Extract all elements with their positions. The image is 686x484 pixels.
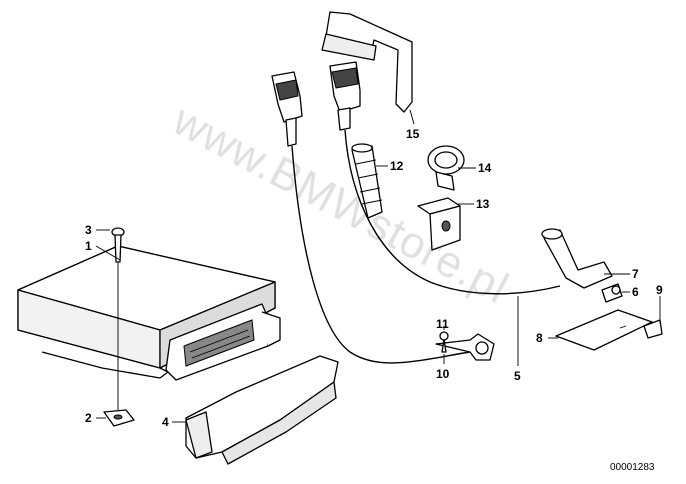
callout-14: 14 — [478, 161, 492, 175]
callout-13: 13 — [476, 197, 490, 211]
connector-plug-left[interactable] — [271, 71, 303, 147]
callout-1: 1 — [85, 239, 92, 253]
sensor-part-10[interactable] — [435, 333, 495, 361]
callout-10: 10 — [436, 367, 450, 381]
clamp-ring-part-14[interactable] — [427, 145, 465, 191]
control-unit[interactable] — [17, 245, 281, 381]
cable-right — [344, 129, 561, 295]
leader-lines — [95, 109, 661, 423]
callout-2: 2 — [85, 411, 92, 425]
callout-5: 5 — [514, 369, 521, 383]
callout-12: 12 — [390, 159, 404, 173]
callout-4: 4 — [162, 415, 169, 429]
screw-part-9[interactable] — [643, 319, 663, 339]
cable-left — [291, 145, 471, 364]
callout-6: 6 — [632, 285, 639, 299]
hose-part-12[interactable] — [351, 143, 383, 219]
screw-part-11[interactable] — [439, 331, 449, 353]
callout-9: 9 — [656, 283, 663, 297]
bracket-part-15[interactable] — [321, 11, 413, 113]
connector-plug-right[interactable] — [329, 61, 361, 131]
callout-8: 8 — [536, 331, 543, 345]
angle-bracket-part-13[interactable] — [417, 197, 461, 251]
screw-part-3[interactable] — [111, 227, 125, 263]
sensor-part-7[interactable] — [541, 228, 613, 289]
screw-part-6[interactable] — [601, 283, 623, 303]
callout-3: 3 — [85, 223, 92, 237]
callout-7: 7 — [632, 267, 639, 281]
cover-part-4[interactable] — [185, 355, 339, 465]
callout-15: 15 — [406, 127, 420, 141]
clip-nut-part-2[interactable] — [103, 409, 135, 427]
callout-11: 11 — [436, 317, 449, 331]
drawing-number: 00001283 — [610, 462, 655, 473]
plate-part-8[interactable] — [555, 309, 653, 351]
